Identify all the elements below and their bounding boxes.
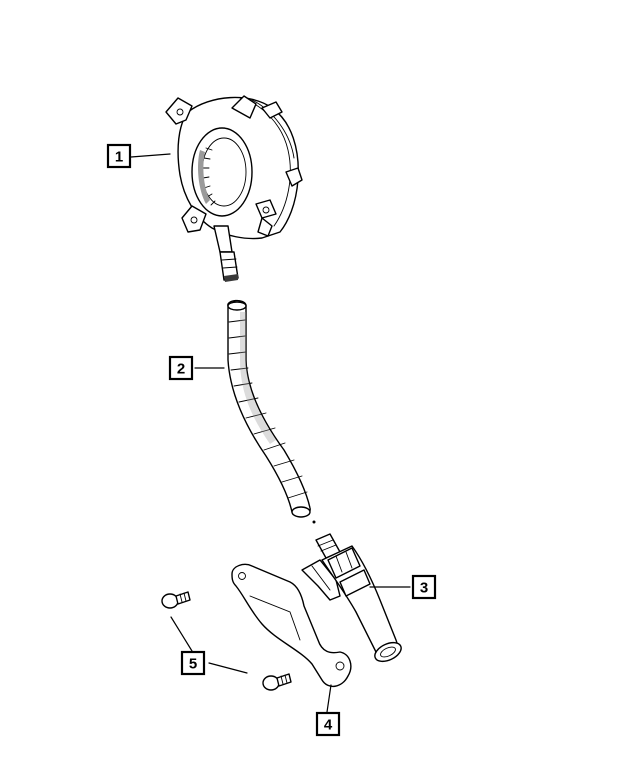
leader-line-5a <box>170 616 193 652</box>
bolt-upper <box>161 591 191 609</box>
part-5-bolts <box>161 591 292 691</box>
svg-text:5: 5 <box>189 656 197 673</box>
svg-text:2: 2 <box>177 361 185 378</box>
leader-line-5b <box>208 662 248 674</box>
callout-3: 3 <box>411 574 437 600</box>
part-2-hose <box>227 299 311 518</box>
part-3-fitting <box>301 520 402 663</box>
leader-line-1 <box>130 153 171 158</box>
svg-text:4: 4 <box>324 717 333 734</box>
callout-1: 1 <box>106 143 132 169</box>
callout-2: 2 <box>168 355 194 381</box>
bolt-lower <box>262 673 292 691</box>
leader-line-4 <box>326 684 332 713</box>
callout-4: 4 <box>315 711 341 737</box>
svg-text:3: 3 <box>420 580 428 597</box>
part-1-housing <box>165 95 303 282</box>
part-4-bracket <box>231 563 352 687</box>
callout-5: 5 <box>180 650 206 676</box>
svg-text:1: 1 <box>115 149 123 166</box>
